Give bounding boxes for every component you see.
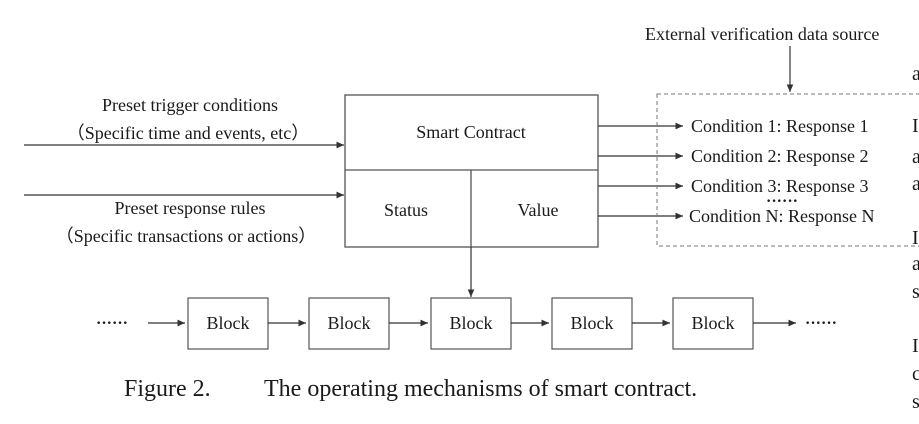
trigger-conditions-label: Preset trigger conditions bbox=[102, 95, 278, 115]
chain-leading-dots: ······ bbox=[96, 315, 128, 332]
margin-letter: I bbox=[912, 227, 919, 249]
block-1-label: Block bbox=[207, 313, 250, 333]
margin-letter: I bbox=[912, 115, 919, 137]
block-5-label: Block bbox=[692, 313, 735, 333]
status-cell: Status bbox=[384, 200, 428, 220]
value-cell: Value bbox=[518, 200, 559, 220]
block-3-label: Block bbox=[450, 313, 493, 333]
trigger-conditions-detail: （Specific time and events, etc） bbox=[67, 123, 309, 143]
condition-1: Condition 1: Response 1 bbox=[691, 116, 869, 136]
margin-letter: a bbox=[912, 173, 919, 195]
response-rules-detail: （Specific transactions or actions） bbox=[56, 226, 316, 246]
conditions-ellipsis: ······ bbox=[766, 193, 798, 210]
margin-letter: a bbox=[912, 146, 919, 168]
conditions-dashed-box bbox=[656, 93, 919, 247]
margin-letter: I bbox=[912, 335, 919, 357]
condition-n: Condition N: Response N bbox=[689, 206, 875, 226]
condition-3: Condition 3: Response 3 bbox=[691, 176, 869, 196]
response-rules-label: Preset response rules bbox=[115, 198, 266, 218]
condition-2: Condition 2: Response 2 bbox=[691, 146, 869, 166]
external-source-label: External verification data source bbox=[645, 24, 879, 44]
smart-contract-title: Smart Contract bbox=[416, 122, 525, 142]
margin-letters: a I a a I a s I c s bbox=[912, 63, 919, 413]
margin-letter: s bbox=[912, 391, 919, 413]
chain-trailing-dots: ······ bbox=[805, 315, 837, 332]
margin-letter: a bbox=[912, 63, 919, 85]
margin-letter: c bbox=[912, 363, 919, 385]
figure-caption-text: The operating mechanisms of smart contra… bbox=[264, 376, 697, 402]
block-2-label: Block bbox=[328, 313, 371, 333]
block-4-label: Block bbox=[571, 313, 614, 333]
figure-caption-label: Figure 2. bbox=[124, 376, 211, 402]
block-2 bbox=[308, 297, 390, 350]
block-5 bbox=[672, 297, 754, 350]
margin-letter: s bbox=[912, 281, 919, 303]
margin-letter: a bbox=[912, 253, 919, 275]
